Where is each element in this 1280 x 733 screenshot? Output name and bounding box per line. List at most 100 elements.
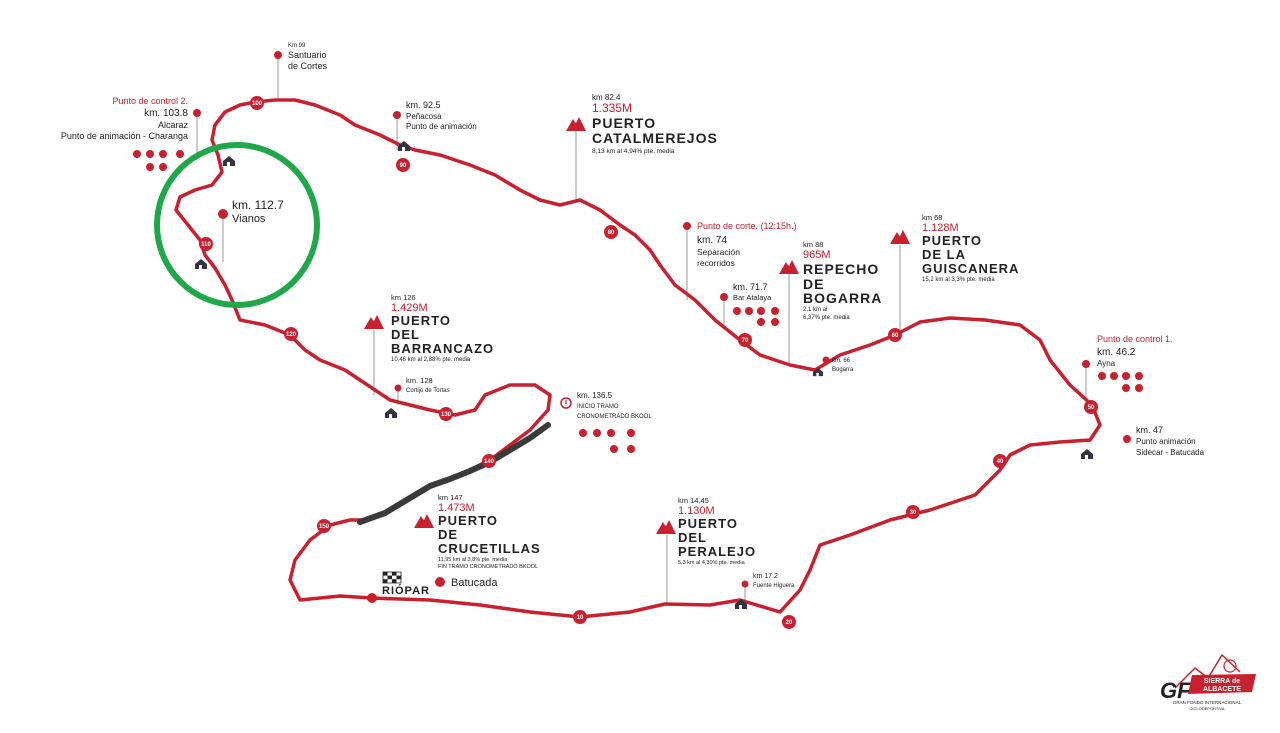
- km-marker-90: 90: [396, 158, 410, 172]
- svg-text:11,95 km al 3,8% pte. media: 11,95 km al 3,8% pte. media: [438, 557, 508, 563]
- point-animacion47: km. 47 Punto animación Sidecar - Batucad…: [1081, 425, 1205, 459]
- svg-text:km. 103.8: km. 103.8: [144, 108, 188, 119]
- svg-text:BOGARRA: BOGARRA: [803, 290, 882, 306]
- svg-text:km 68: km 68: [922, 213, 942, 222]
- svg-text:130: 130: [441, 412, 452, 418]
- svg-text:15,2 km al 3,3% pte. media: 15,2 km al 3,3% pte. media: [922, 277, 995, 283]
- service-icons: [133, 150, 184, 171]
- climb-crucetillas: km 147 1.473M PUERTO DE CRUCETILLAS 11,9…: [414, 493, 540, 570]
- km-marker-110: 110: [199, 237, 213, 251]
- svg-text:km. 128: km. 128: [406, 376, 433, 385]
- svg-text:Vianos: Vianos: [232, 213, 266, 225]
- point-vianos: km. 112.7 Vianos: [195, 198, 284, 269]
- svg-text:DEL: DEL: [678, 530, 707, 545]
- svg-text:ALBACETE: ALBACETE: [1203, 686, 1241, 693]
- svg-text:40: 40: [997, 459, 1004, 465]
- svg-text:Punto de control 2.: Punto de control 2.: [112, 96, 188, 106]
- svg-text:Santuario: Santuario: [288, 50, 327, 60]
- point-santuario: Km 99 Santuario de Cortes: [274, 43, 328, 100]
- point-riopar: RIÓPAR Batucada: [367, 571, 498, 603]
- point-control2: Punto de control 2. km. 103.8 Alcaraz Pu…: [61, 96, 235, 171]
- svg-text:GRAN FONDO INTERNACIONAL: GRAN FONDO INTERNACIONAL: [1173, 700, 1242, 705]
- km-marker-150: 150: [317, 519, 331, 533]
- climb-barrancazo: km 126 1.429M PUERTO DEL BARRANCAZO 10,4…: [364, 293, 494, 395]
- svg-text:20: 20: [786, 620, 793, 626]
- stopwatch-icon: [560, 397, 572, 409]
- svg-text:1.128M: 1.128M: [922, 222, 959, 234]
- climb-bogarra: km 88 965M REPECHO DE BOGARRA 2,1 km al …: [779, 240, 882, 365]
- svg-text:1.335M: 1.335M: [592, 101, 632, 115]
- svg-text:Peñacosa: Peñacosa: [406, 112, 442, 121]
- svg-text:140: 140: [484, 459, 495, 465]
- timed-segment: [357, 422, 551, 525]
- svg-text:1.130M: 1.130M: [678, 505, 715, 517]
- svg-text:Punto de animación - Charanga: Punto de animación - Charanga: [61, 131, 188, 141]
- svg-text:965M: 965M: [803, 249, 831, 261]
- mountain-icon: [890, 230, 910, 244]
- svg-text:Batucada: Batucada: [451, 577, 498, 589]
- svg-text:PUERTO: PUERTO: [391, 313, 451, 328]
- svg-text:km. 47: km. 47: [1136, 425, 1163, 435]
- svg-text:km 17.2: km 17.2: [753, 573, 778, 580]
- svg-text:10,46 km al 2,88% pte. media: 10,46 km al 2,88% pte. media: [391, 357, 471, 363]
- svg-text:Punto de corte. (12:15h.): Punto de corte. (12:15h.): [697, 221, 797, 231]
- bike-icon: [1223, 659, 1237, 673]
- svg-text:100: 100: [252, 101, 263, 107]
- house-icon: [385, 408, 397, 418]
- svg-text:Bar Atalaya: Bar Atalaya: [733, 293, 772, 302]
- svg-text:5,3 km al 4,30% pte. media: 5,3 km al 4,30% pte. media: [678, 560, 746, 566]
- svg-text:SIERRA de: SIERRA de: [1204, 678, 1240, 685]
- svg-text:Punto animación: Punto animación: [1136, 437, 1196, 446]
- svg-text:Separación: Separación: [697, 247, 740, 257]
- svg-text:km 147: km 147: [438, 493, 463, 502]
- svg-text:PERALEJO: PERALEJO: [678, 544, 756, 559]
- svg-text:DE LA: DE LA: [922, 247, 966, 262]
- km-marker-120: 120: [284, 327, 298, 341]
- house-icon: [195, 259, 207, 269]
- km-marker-50: 50: [1084, 400, 1098, 414]
- svg-text:80: 80: [608, 230, 615, 236]
- service-icons: [733, 307, 779, 326]
- svg-text:km 88: km 88: [803, 240, 823, 249]
- svg-text:km. 92.5: km. 92.5: [406, 100, 441, 110]
- mountain-icon: [779, 260, 799, 274]
- svg-text:120: 120: [286, 332, 297, 338]
- svg-text:REPECHO: REPECHO: [803, 261, 879, 277]
- svg-text:recorridos: recorridos: [697, 258, 735, 268]
- svg-text:CATALMEREJOS: CATALMEREJOS: [592, 130, 718, 146]
- svg-text:150: 150: [319, 524, 330, 530]
- svg-text:DEL: DEL: [391, 327, 420, 342]
- mountain-icon: [566, 117, 586, 131]
- svg-text:INICIO TRAMO: INICIO TRAMO: [577, 404, 619, 410]
- mountain-icon: [414, 514, 434, 528]
- svg-text:2,1 km al: 2,1 km al: [803, 307, 827, 313]
- point-corte: Punto de corte. (12:15h.) km. 74 Separac…: [683, 221, 797, 300]
- mountain-icon: [364, 315, 384, 329]
- svg-text:km. 74: km. 74: [697, 235, 727, 246]
- svg-text:60: 60: [892, 333, 899, 339]
- svg-text:Cortijo de Tortas: Cortijo de Tortas: [406, 388, 450, 394]
- svg-text:CRONOMETRADO BKOOL: CRONOMETRADO BKOOL: [577, 414, 652, 420]
- svg-text:de Cortes: de Cortes: [288, 61, 328, 71]
- svg-text:70: 70: [742, 338, 749, 344]
- svg-text:Punto de control 1.: Punto de control 1.: [1097, 334, 1173, 344]
- svg-text:50: 50: [1088, 405, 1095, 411]
- svg-text:1.429M: 1.429M: [391, 302, 428, 314]
- event-logo: GF SIERRA de ALBACETE GRAN FONDO INTERNA…: [1160, 653, 1256, 711]
- service-icons: [1098, 372, 1143, 392]
- svg-text:RIÓPAR: RIÓPAR: [382, 584, 430, 597]
- route-line: [174, 98, 1102, 619]
- svg-text:km. 112.7: km. 112.7: [232, 198, 284, 212]
- climb-guiscanera: km 68 1.128M PUERTO DE LA GUISCANERA 15,…: [890, 213, 1018, 333]
- svg-text:km. 46.2: km. 46.2: [1097, 347, 1136, 358]
- svg-text:BARRANCAZO: BARRANCAZO: [391, 341, 494, 356]
- km-marker-60: 60: [888, 328, 902, 342]
- svg-text:DE: DE: [438, 527, 458, 542]
- svg-text:km 82.4: km 82.4: [592, 93, 621, 102]
- checkered-flag-icon: [382, 571, 402, 584]
- km-marker-80: 80: [604, 225, 618, 239]
- service-icons: [579, 429, 635, 453]
- km-marker-70: 70: [738, 333, 752, 347]
- svg-text:8,13 km al 4,94% pte. media: 8,13 km al 4,94% pte. media: [592, 148, 675, 155]
